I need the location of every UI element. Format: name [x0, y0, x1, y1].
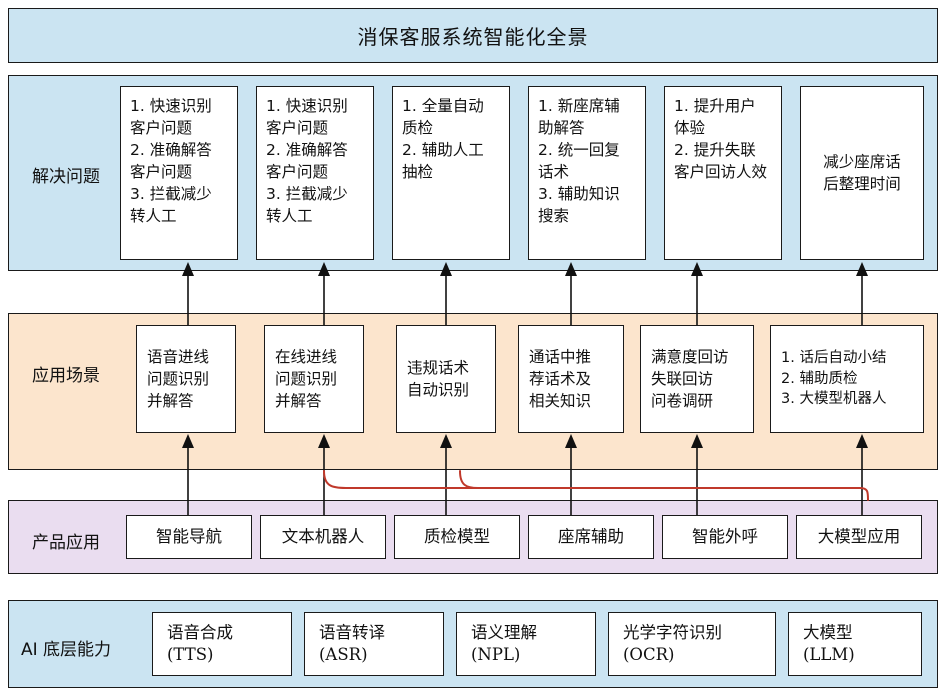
- ai-card-1-name: 语音合成: [167, 622, 233, 642]
- solve-card-6[interactable]: 减少座席话 后整理时间: [800, 86, 924, 260]
- solve-card-5[interactable]: 1. 提升用户 体验 2. 提升失联 客户回访人效: [664, 86, 782, 260]
- ai-card-5-abbrev: (LLM): [803, 645, 855, 664]
- ai-card-5-name: 大模型: [803, 622, 853, 642]
- scene-card-3[interactable]: 违规话术 自动识别: [396, 325, 496, 433]
- scene-card-6[interactable]: 1. 话后自动小结 2. 辅助质检 3. 大模型机器人: [770, 325, 924, 433]
- product-card-4[interactable]: 座席辅助: [528, 515, 654, 559]
- scene-card-1[interactable]: 语音进线 问题识别 并解答: [136, 325, 236, 433]
- row-label-product-applications: 产品应用: [32, 533, 100, 553]
- product-card-5[interactable]: 智能外呼: [662, 515, 788, 559]
- ai-card-4-name: 光学字符识别: [623, 622, 722, 642]
- ai-card-4[interactable]: 光学字符识别 (OCR): [608, 612, 776, 676]
- solve-card-4[interactable]: 1. 新座席辅 助解答 2. 统一回复 话术 3. 辅助知识 搜索: [528, 86, 646, 260]
- product-card-2[interactable]: 文本机器人: [260, 515, 386, 559]
- diagram-title-band: 消保客服系统智能化全景: [8, 8, 938, 63]
- scene-card-2[interactable]: 在线进线 问题识别 并解答: [264, 325, 364, 433]
- product-card-6[interactable]: 大模型应用: [796, 515, 922, 559]
- scene-card-4[interactable]: 通话中推 荐话术及 相关知识: [518, 325, 624, 433]
- llm-red-connector: [323, 470, 869, 501]
- solve-card-3[interactable]: 1. 全量自动 质检 2. 辅助人工 抽检: [392, 86, 510, 260]
- ai-card-3-name: 语义理解: [471, 622, 537, 642]
- product-card-1[interactable]: 智能导航: [126, 515, 252, 559]
- ai-card-4-abbrev: (OCR): [623, 645, 675, 664]
- row-label-ai-capabilities: AI 底层能力: [20, 640, 112, 660]
- ai-card-1-abbrev: (TTS): [167, 645, 214, 664]
- ai-card-1[interactable]: 语音合成 (TTS): [152, 612, 292, 676]
- row-label-application-scenarios: 应用场景: [32, 366, 100, 386]
- ai-card-3[interactable]: 语义理解 (NPL): [456, 612, 596, 676]
- ai-card-3-abbrev: (NPL): [471, 645, 521, 664]
- ai-card-2-name: 语音转译: [319, 622, 385, 642]
- row-label-solve-problems: 解决问题: [32, 167, 100, 187]
- ai-card-5[interactable]: 大模型 (LLM): [788, 612, 922, 676]
- ai-card-2[interactable]: 语音转译 (ASR): [304, 612, 444, 676]
- solve-card-2[interactable]: 1. 快速识别 客户问题 2. 准确解答 客户问题 3. 拦截减少 转人工: [256, 86, 374, 260]
- page-title: 消保客服系统智能化全景: [357, 25, 589, 49]
- solve-card-1[interactable]: 1. 快速识别 客户问题 2. 准确解答 客户问题 3. 拦截减少 转人工: [120, 86, 238, 260]
- ai-card-2-abbrev: (ASR): [319, 645, 368, 664]
- product-card-3[interactable]: 质检模型: [394, 515, 520, 559]
- scene-card-5[interactable]: 满意度回访 失联回访 问卷调研: [640, 325, 754, 433]
